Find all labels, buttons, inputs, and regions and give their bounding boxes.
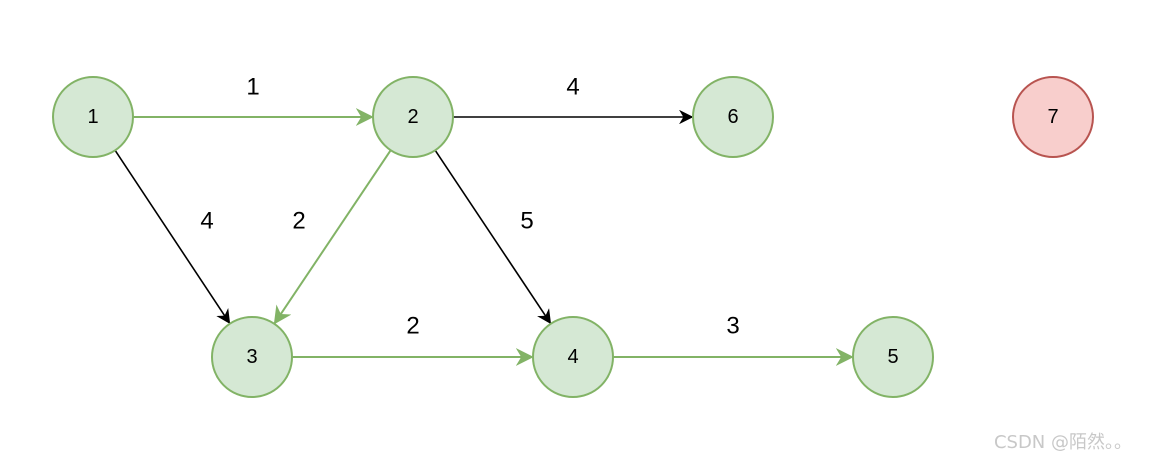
node-1: 1 [52,76,134,158]
edge-weight-3-4: 2 [406,313,419,340]
edge-weight-2-6: 4 [566,74,579,101]
edge-weight-1-2: 1 [246,74,259,101]
node-7: 7 [1012,76,1094,158]
edge-1-3 [114,149,231,325]
node-circle-4 [532,316,614,398]
edge-weight-4-5: 3 [726,313,739,340]
node-3: 3 [211,316,293,398]
edge-2-4 [434,149,552,325]
edge-labels-layer: 1 4 4 2 5 2 3 [200,74,739,340]
watermark: CSDN @陌然。。 [993,432,1132,453]
node-circle-3 [211,316,293,398]
node-circle-6 [692,76,774,158]
node-5: 5 [852,316,934,398]
node-label-1: 1 [87,106,98,128]
nodes-layer: 1 2 6 7 3 4 5 [52,76,1094,398]
node-label-6: 6 [727,106,738,128]
node-2: 2 [372,76,454,158]
node-label-4: 4 [567,346,578,368]
node-label-2: 2 [407,106,418,128]
edge-weight-2-3: 2 [292,208,305,235]
node-4: 4 [532,316,614,398]
node-circle-1 [52,76,134,158]
node-label-5: 5 [887,346,898,368]
node-label-7: 7 [1047,106,1058,128]
node-circle-7 [1012,76,1094,158]
edge-weight-2-4: 5 [520,208,533,235]
edge-2-3 [273,149,392,325]
edges-layer [114,108,854,366]
node-circle-5 [852,316,934,398]
node-circle-2 [372,76,454,158]
node-6: 6 [692,76,774,158]
node-label-3: 3 [246,346,257,368]
edge-weight-1-3: 4 [200,208,213,235]
